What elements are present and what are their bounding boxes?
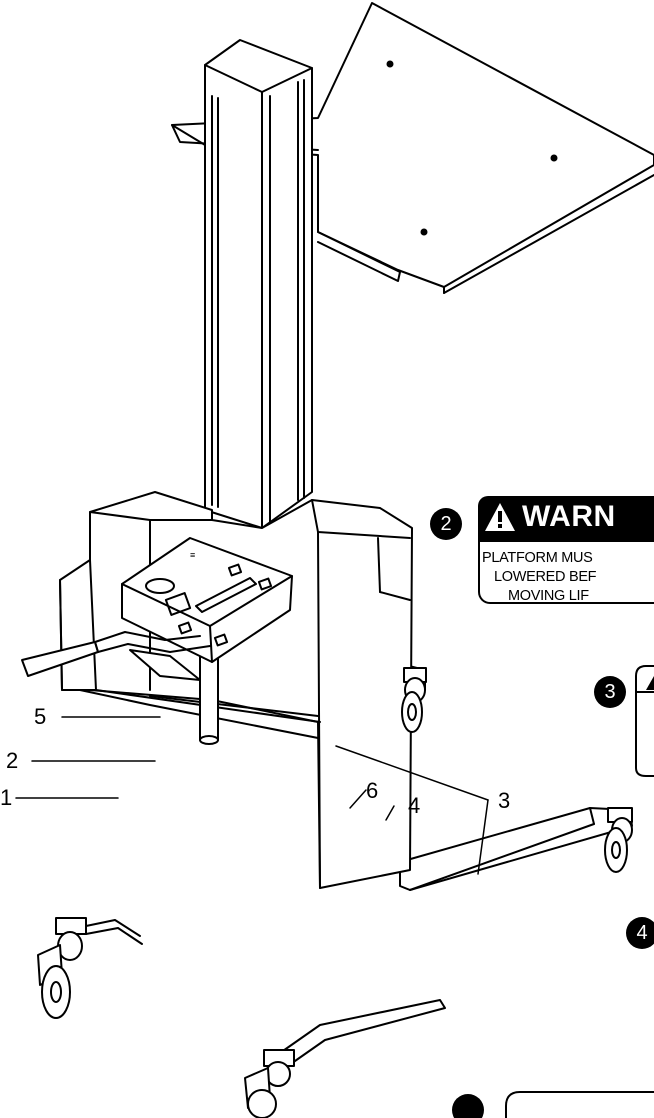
callout-4: 4	[408, 793, 421, 818]
callout-5: 5	[34, 704, 47, 729]
badge-3: 3	[594, 676, 626, 708]
bottom-label-partial	[505, 1091, 654, 1118]
straddle-leg-front	[269, 999, 446, 1069]
warning-line-3: MOVING LIF	[508, 588, 589, 604]
caster-front-bottom	[244, 1049, 295, 1118]
warning-line-2: LOWERED BEF	[494, 569, 597, 585]
caution-label-partial	[635, 665, 654, 777]
leader-lines	[15, 716, 489, 875]
push-handle	[21, 631, 211, 681]
warning-line-1: PLATFORM MUS	[482, 550, 593, 566]
warning-triangle-icon	[485, 503, 515, 531]
base-housing	[79, 491, 413, 889]
control-pendant: ≡	[121, 537, 293, 663]
caster-rear-right-lower	[604, 807, 633, 873]
badge-2: 2	[430, 508, 462, 540]
straddle-leg-right	[399, 807, 633, 891]
caster-front-left	[37, 917, 143, 1019]
callout-2: 2	[6, 748, 19, 773]
svg-text:≡: ≡	[190, 550, 195, 560]
callout-3: 3	[498, 788, 511, 813]
badge-5-partial	[452, 1094, 484, 1118]
lift-mast	[204, 39, 313, 529]
callout-1: 1	[0, 785, 13, 810]
callout-6: 6	[366, 778, 379, 803]
caster-rear-right-upper	[401, 667, 427, 733]
hydraulic-cylinder	[199, 635, 219, 745]
badge-4: 4	[626, 917, 654, 949]
base-skid	[59, 559, 97, 691]
warning-label-title: WARN	[522, 500, 616, 533]
warning-label-body	[478, 540, 654, 604]
lift-platform	[171, 2, 654, 294]
